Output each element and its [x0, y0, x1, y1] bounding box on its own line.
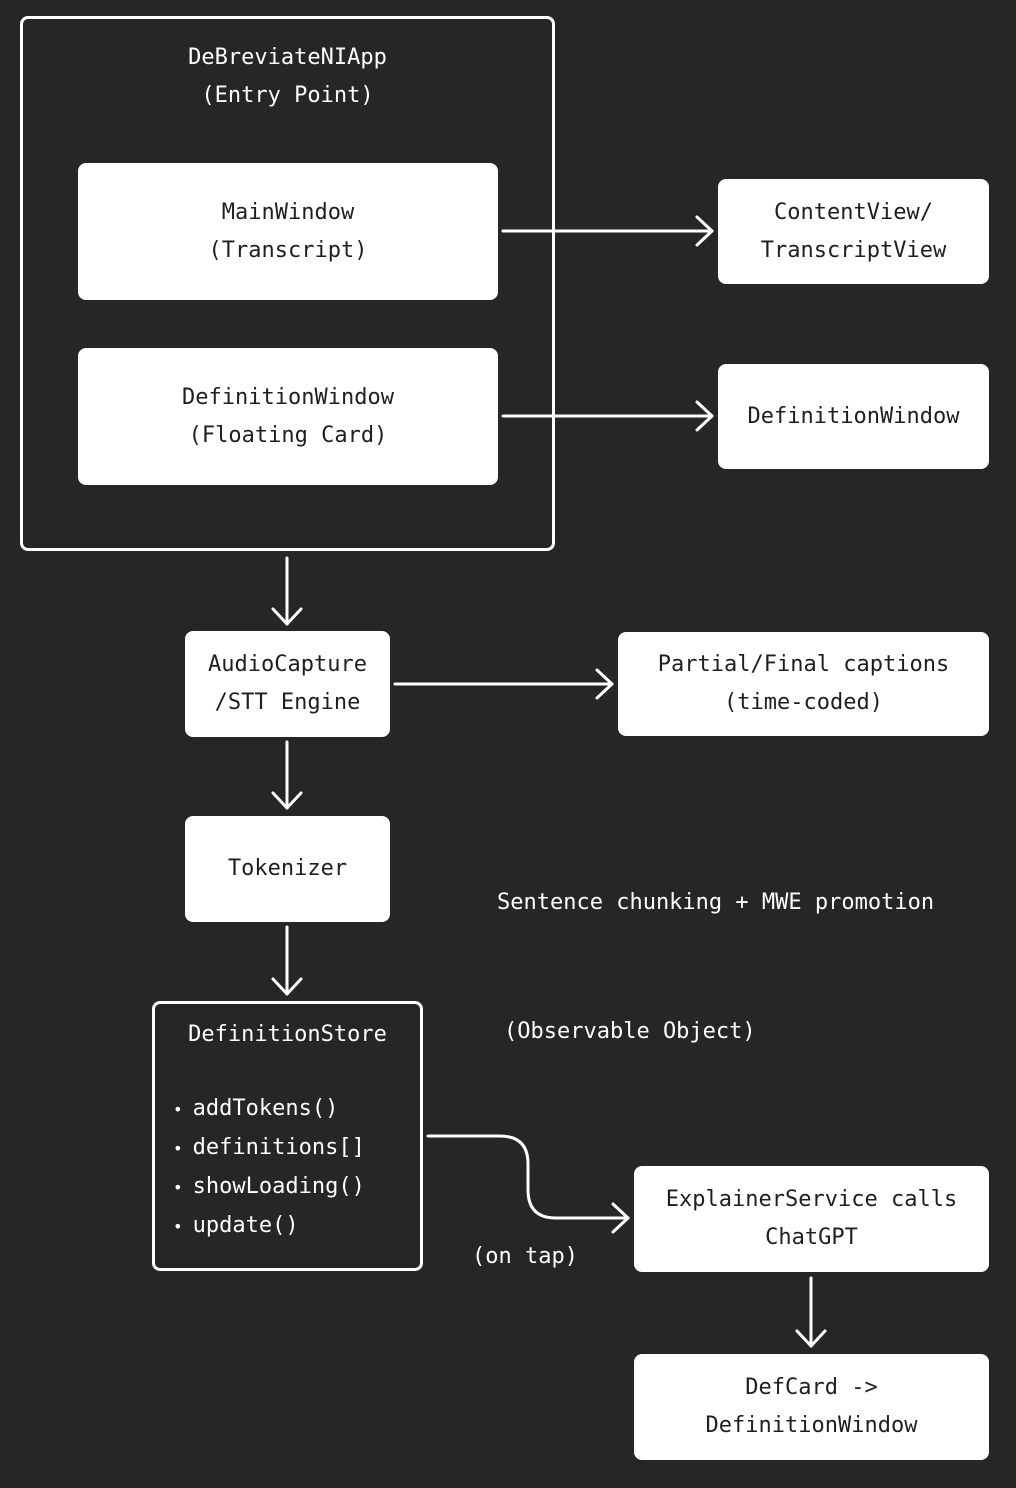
definitionwindow-target-line1: DefinitionWindow [747, 403, 960, 429]
arrow-mainwindow-to-contentview [501, 215, 714, 247]
bullet-icon: • [173, 1178, 183, 1197]
bullet-icon: • [173, 1100, 183, 1119]
contentview-line2: TranscriptView [760, 237, 947, 263]
method-label: addTokens() [192, 1096, 339, 1121]
mainwindow-box: MainWindow (Transcript) [78, 163, 498, 300]
app-title-line1: DeBreviateNIApp [188, 45, 387, 70]
tokenizer-line1: Tokenizer [227, 856, 348, 881]
arrow-tokenizer-to-definitionstore [271, 925, 303, 996]
definitionwindow-card-line2: (Floating Card) [188, 422, 388, 448]
arrow-definitionwindow-to-target [501, 400, 714, 432]
captions-line1: Partial/Final captions [657, 652, 950, 677]
mainwindow-line1: MainWindow [221, 199, 355, 225]
definitionstore-box: DefinitionStore • addTokens() • definition… [152, 1001, 423, 1271]
contentview-box: ContentView/ TranscriptView [718, 179, 989, 284]
captions-box: Partial/Final captions (time-coded) [618, 632, 989, 736]
explainer-box: ExplainerService calls ChatGPT [634, 1166, 989, 1272]
mainwindow-line2: (Transcript) [208, 237, 368, 263]
definitionwindow-target-box: DefinitionWindow [718, 364, 989, 469]
app-title: DeBreviateNIApp (Entry Point) [20, 39, 555, 115]
observable-object-note: (Observable Object) [504, 1019, 756, 1044]
tokenizer-box: Tokenizer [185, 816, 390, 922]
arrow-audiocapture-to-tokenizer [271, 740, 303, 810]
audiocapture-box: AudioCapture /STT Engine [185, 631, 390, 737]
arrow-app-to-audiocapture [271, 556, 303, 626]
defcard-line2: DefinitionWindow [705, 1413, 918, 1438]
defcard-box: DefCard -> DefinitionWindow [634, 1354, 989, 1460]
explainer-line1: ExplainerService calls [665, 1187, 958, 1212]
app-container [20, 16, 555, 551]
definitionwindow-card-box: DefinitionWindow (Floating Card) [78, 348, 498, 485]
audiocapture-line2: /STT Engine [214, 690, 361, 715]
arrow-audiocapture-to-captions [393, 668, 614, 700]
arrow-explainer-to-defcard [795, 1276, 827, 1348]
method-label: definitions[] [192, 1135, 365, 1160]
bullet-icon: • [173, 1139, 183, 1158]
app-title-line2: (Entry Point) [201, 83, 374, 108]
contentview-line1: ContentView/ [774, 199, 933, 225]
list-item: • showLoading() [173, 1168, 365, 1207]
method-label: update() [192, 1213, 299, 1238]
bullet-icon: • [173, 1217, 183, 1236]
audiocapture-line1: AudioCapture [208, 652, 367, 677]
definitionstore-method-list: • addTokens() • definitions[] • showLoading… [173, 1090, 365, 1246]
list-item: • update() [173, 1207, 365, 1246]
list-item: • addTokens() [173, 1090, 365, 1129]
explainer-line2: ChatGPT [765, 1225, 858, 1250]
sentence-chunking-note: Sentence chunking + MWE promotion [497, 890, 935, 915]
arrow-definitionstore-to-explainer [426, 1134, 630, 1234]
list-item: • definitions[] [173, 1129, 365, 1168]
definitionwindow-card-line1: DefinitionWindow [182, 384, 394, 410]
defcard-line1: DefCard -> [745, 1375, 878, 1400]
definitionstore-title: DefinitionStore [188, 1022, 387, 1047]
on-tap-note: (on tap) [472, 1244, 578, 1269]
method-label: showLoading() [192, 1174, 365, 1199]
captions-line2: (time-coded) [724, 690, 883, 715]
